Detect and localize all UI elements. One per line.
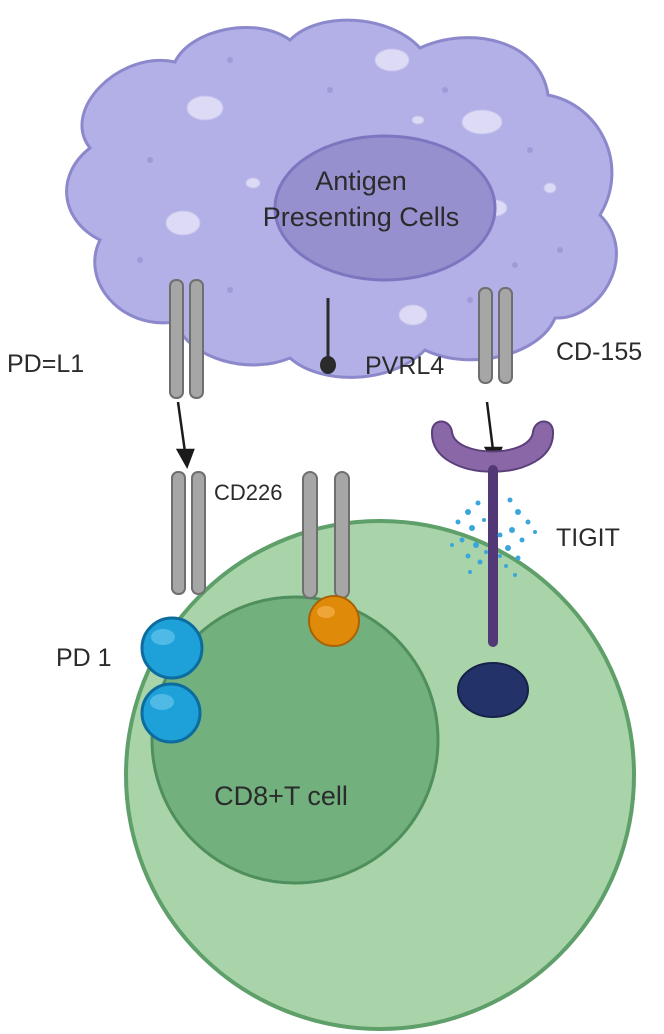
vesicle [245, 177, 261, 189]
t-cell-nucleus [150, 595, 440, 885]
cd226-label: CD226 [214, 480, 282, 505]
speck [512, 262, 518, 268]
orange-signaling-ball [308, 595, 360, 647]
pd1-ball-upper [140, 616, 204, 680]
speck [467, 297, 473, 303]
vesicle [165, 210, 201, 236]
vesicle [398, 304, 428, 326]
speck [227, 287, 233, 293]
vesicle [461, 109, 503, 135]
arrow-pdl1-to-cd226 [176, 401, 187, 453]
pd1-ball-upper-highlight [151, 629, 175, 645]
cd226-receptor [171, 471, 206, 595]
cd-155-receptor [478, 287, 513, 384]
pd1-label: PD 1 [56, 644, 112, 672]
apc-label-line1: Antigen [315, 166, 407, 196]
speck [442, 87, 448, 93]
vesicle [411, 115, 425, 125]
pd-l1-receptor [169, 279, 204, 399]
vesicle [543, 182, 557, 194]
apc-specks [137, 57, 563, 303]
navy-signaling-blob [457, 662, 529, 718]
speck [557, 247, 563, 253]
tigit-label: TIGIT [556, 524, 620, 552]
pvrl4-marker [320, 298, 336, 374]
pd-l1-label: PD=L1 [7, 350, 84, 378]
vesicle [374, 48, 410, 72]
orange-ball-highlight [317, 606, 335, 618]
tigit-signal-dots [450, 497, 537, 577]
speck [527, 147, 533, 153]
t-cell-label: CD8+T cell [214, 781, 348, 811]
pd1-ball-lower [140, 682, 202, 744]
apc-label-line2: Presenting Cells [263, 202, 460, 232]
speck [327, 87, 333, 93]
cd-155-label: CD-155 [556, 338, 642, 366]
pd1-ball-lower-highlight [150, 694, 174, 710]
vesicle [186, 95, 224, 121]
tigit-stem [488, 465, 498, 647]
speck [227, 57, 233, 63]
apc-nucleus [273, 134, 497, 282]
speck [137, 257, 143, 263]
arrow-head [175, 448, 195, 469]
speck [147, 157, 153, 163]
arrow-cd155-to-tigit [485, 401, 495, 451]
pvrl4-label: PVRL4 [365, 352, 444, 380]
t-cell-middle-receptor [302, 471, 350, 599]
